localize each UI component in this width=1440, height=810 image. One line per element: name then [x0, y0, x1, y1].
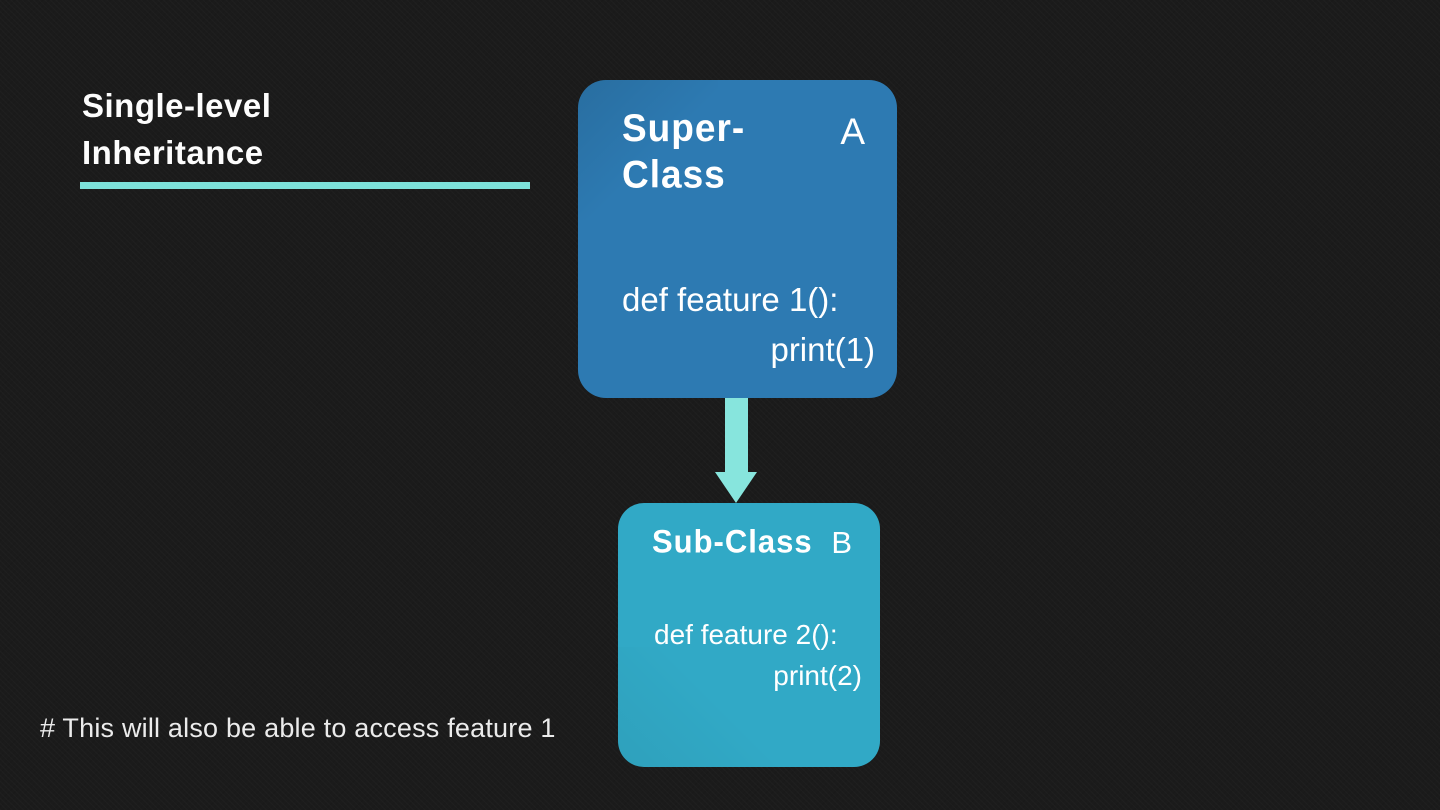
inheritance-arrow-icon — [715, 398, 757, 503]
subclass-label: Sub-Class — [652, 522, 813, 560]
slide-title-line1: Single-level — [82, 87, 272, 124]
subclass-code-print: print(2) — [773, 660, 862, 691]
superclass-code-def: def feature 1(): — [622, 281, 839, 318]
slide-title-line2: Inheritance — [82, 134, 264, 171]
superclass-box: Super-Class A def feature 1(): print(1) — [578, 80, 897, 398]
superclass-code-print: print(1) — [770, 331, 875, 368]
superclass-header: Super-Class A — [578, 80, 897, 198]
subclass-code-def: def feature 2(): — [654, 619, 838, 650]
code-comment: # This will also be able to access featu… — [40, 713, 556, 743]
slide-title: Single-level Inheritance — [82, 82, 271, 176]
subclass-header: Sub-Class B — [618, 503, 880, 563]
inheritance-arrow-shape — [715, 398, 757, 503]
subclass-box: Sub-Class B def feature 2(): print(2) — [618, 503, 880, 767]
title-underline — [80, 182, 530, 189]
subclass-badge: B — [831, 525, 852, 560]
superclass-label: Super-Class — [622, 105, 746, 196]
superclass-badge: A — [840, 111, 865, 152]
